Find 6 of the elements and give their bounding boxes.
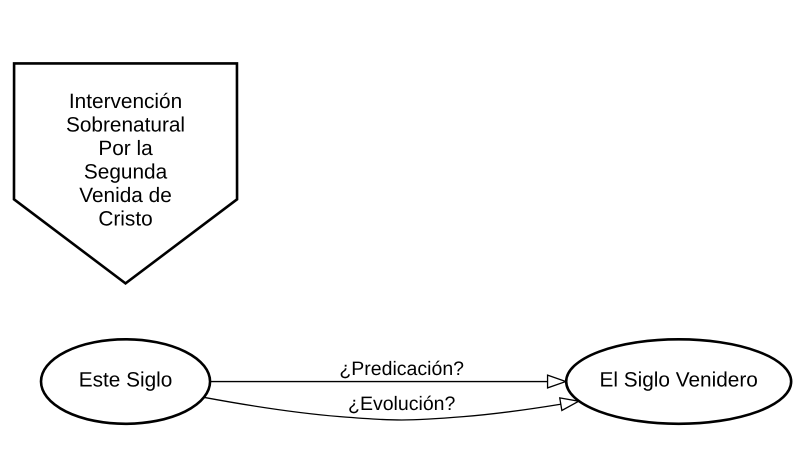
edge-label: ¿Predicación? xyxy=(339,358,464,380)
arrow xyxy=(210,374,568,389)
node-ellipse: Este Siglo xyxy=(40,338,212,426)
arrow xyxy=(204,396,581,421)
edge-label: ¿Evolución? xyxy=(348,393,456,416)
node-ellipse: El Siglo Venidero xyxy=(564,338,792,426)
